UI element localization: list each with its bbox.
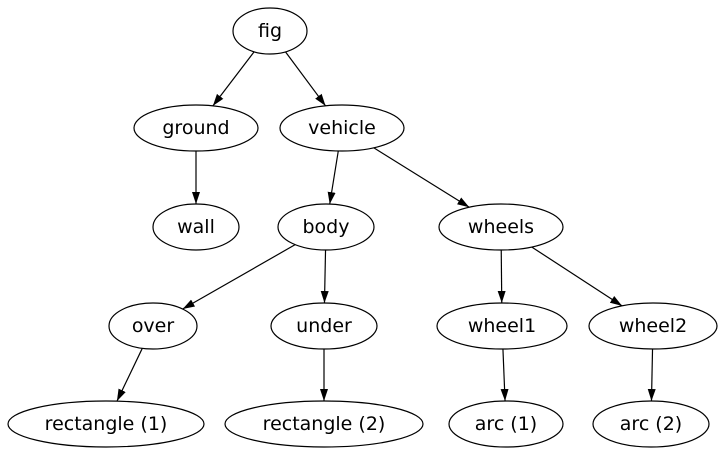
node-under: under bbox=[270, 302, 378, 350]
node-label-wheel1: wheel1 bbox=[468, 315, 536, 337]
node-arc1: arc (1) bbox=[448, 400, 564, 448]
edge-over-rect1 bbox=[116, 348, 143, 402]
node-ellipse-under bbox=[270, 302, 378, 350]
node-ellipse-over bbox=[108, 302, 198, 350]
edge-body-under bbox=[320, 249, 329, 304]
node-rect2: rectangle (2) bbox=[224, 400, 424, 448]
node-ellipse-ground bbox=[133, 104, 259, 152]
node-label-arc2: arc (2) bbox=[620, 413, 682, 435]
node-ellipse-wheels bbox=[438, 203, 564, 251]
node-label-body: body bbox=[303, 216, 350, 238]
node-label-rect2: rectangle (2) bbox=[263, 413, 386, 435]
node-ellipse-body bbox=[277, 203, 375, 251]
node-body: body bbox=[277, 203, 375, 251]
node-wheels: wheels bbox=[438, 203, 564, 251]
node-label-vehicle: vehicle bbox=[308, 117, 376, 139]
edge-wheels-wheel1 bbox=[497, 249, 506, 304]
node-label-over: over bbox=[132, 315, 175, 337]
node-label-wheels: wheels bbox=[468, 216, 534, 238]
node-ellipse-arc1 bbox=[448, 400, 564, 448]
node-ellipse-wall bbox=[152, 203, 240, 251]
node-ellipse-vehicle bbox=[279, 104, 405, 152]
node-arc2: arc (2) bbox=[592, 400, 710, 448]
edge-vehicle-body bbox=[327, 150, 339, 205]
edge-fig-vehicle bbox=[285, 51, 327, 107]
node-ellipse-rect1 bbox=[7, 400, 205, 448]
edge-vehicle-wheels bbox=[373, 147, 470, 208]
node-ellipse-wheel2 bbox=[588, 302, 718, 350]
node-ellipse-arc2 bbox=[592, 400, 710, 448]
node-label-ground: ground bbox=[162, 117, 229, 139]
node-label-wheel2: wheel2 bbox=[619, 315, 687, 337]
node-wheel2: wheel2 bbox=[588, 302, 718, 350]
node-label-fig: fig bbox=[258, 20, 282, 42]
node-ground: ground bbox=[133, 104, 259, 152]
node-ellipse-fig bbox=[232, 7, 308, 55]
node-over: over bbox=[108, 302, 198, 350]
edge-wheel1-arc1 bbox=[500, 348, 509, 402]
node-ellipse-rect2 bbox=[224, 400, 424, 448]
node-label-under: under bbox=[296, 315, 352, 337]
edge-wheel2-arc2 bbox=[647, 348, 656, 402]
node-wheel1: wheel1 bbox=[436, 302, 568, 350]
node-wall: wall bbox=[152, 203, 240, 251]
node-ellipse-wheel1 bbox=[436, 302, 568, 350]
node-rect1: rectangle (1) bbox=[7, 400, 205, 448]
node-label-arc1: arc (1) bbox=[475, 413, 537, 435]
edge-fig-ground bbox=[212, 51, 255, 107]
node-fig: fig bbox=[232, 7, 308, 55]
node-label-rect1: rectangle (1) bbox=[45, 413, 168, 435]
edge-body-over bbox=[182, 244, 296, 310]
node-label-wall: wall bbox=[177, 216, 215, 238]
node-vehicle: vehicle bbox=[279, 104, 405, 152]
edge-wheels-wheel2 bbox=[531, 246, 623, 307]
